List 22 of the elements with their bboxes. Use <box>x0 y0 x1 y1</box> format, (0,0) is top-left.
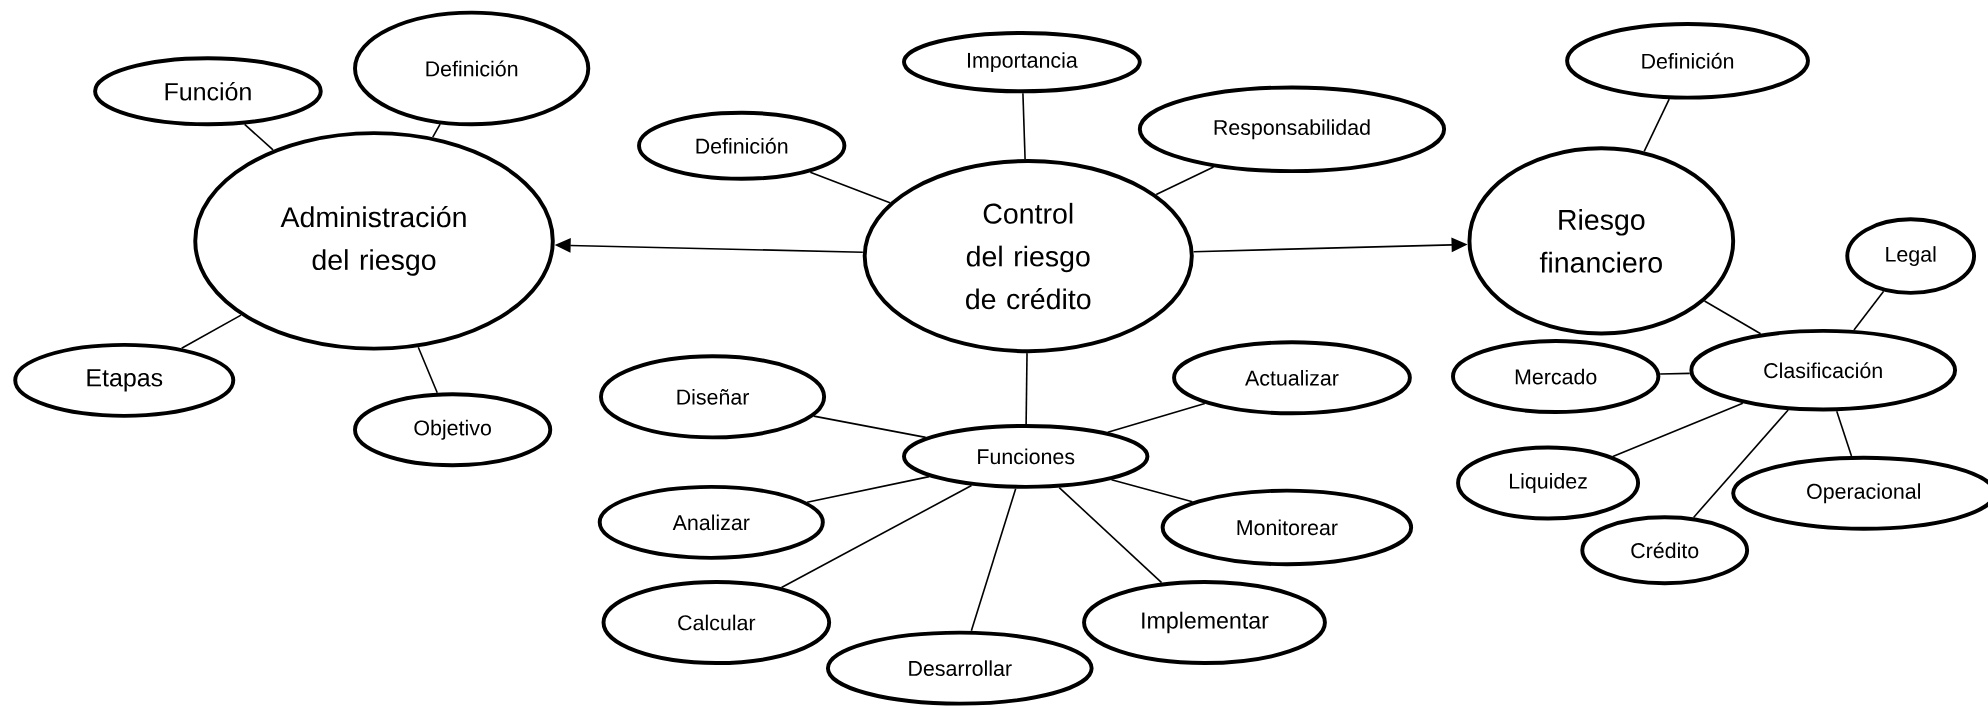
connector-line <box>1692 409 1789 519</box>
connector-line <box>1155 166 1215 196</box>
connector-line <box>417 346 439 394</box>
connector-line <box>1643 98 1670 153</box>
connector-line <box>1835 410 1853 457</box>
connector-line <box>1612 402 1744 458</box>
connector-line <box>812 415 927 439</box>
connector-line <box>1659 372 1691 375</box>
connector-line <box>780 484 973 589</box>
connector-line <box>243 123 274 151</box>
connector-line <box>809 171 891 204</box>
connector-line <box>806 475 930 503</box>
connector-line <box>431 123 441 138</box>
connector-line <box>1853 290 1885 331</box>
connector-line <box>180 314 242 349</box>
connector-line <box>1110 478 1194 503</box>
connector-line <box>1703 300 1762 335</box>
connector-line <box>1058 486 1163 584</box>
connector-line <box>1022 92 1026 160</box>
connector-line <box>1025 352 1028 425</box>
connector-line <box>970 487 1017 632</box>
connector-line <box>1107 402 1206 433</box>
